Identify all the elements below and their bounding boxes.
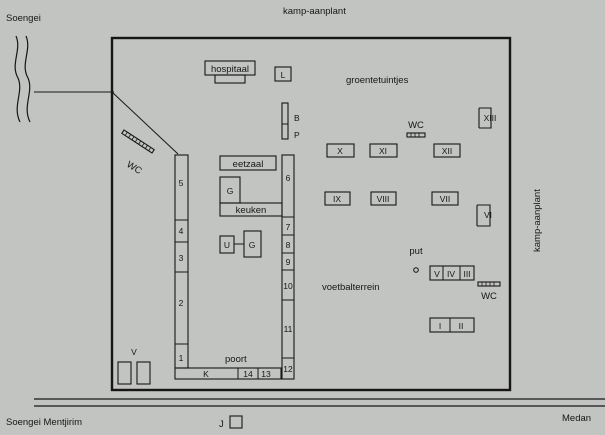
hut-label: VII (440, 194, 450, 204)
barrack-bottom-number: 14 (243, 369, 253, 379)
label-medan: Medan (562, 413, 591, 424)
label-soengei-mentjirim: Soengei Mentjirim (6, 417, 82, 428)
hut-VII (431, 191, 459, 206)
hut-XIII (478, 107, 492, 129)
right-barrack (281, 154, 295, 380)
wc-top (406, 132, 426, 138)
building-UG (219, 230, 262, 258)
label-U: U (224, 240, 230, 250)
building-L (274, 66, 292, 82)
barrack-bottom-number: 13 (261, 369, 271, 379)
barrack-right-number: 6 (286, 173, 291, 183)
label-hospitaal: hospitaal (211, 64, 249, 75)
barrack-right-number: 10 (283, 281, 293, 291)
hut-label: XI (379, 146, 387, 156)
building-keuken (219, 176, 283, 217)
barrack-left-number: 5 (179, 178, 184, 188)
label-keuken: keuken (236, 205, 267, 216)
label-wc-top: WC (408, 120, 424, 131)
barrack-right-number: 8 (286, 240, 291, 250)
hut-XII (433, 143, 461, 158)
well-icon (413, 267, 419, 273)
hut-I-II (429, 317, 475, 333)
hut-label: XII (442, 146, 452, 156)
label-poort: poort (225, 354, 247, 365)
shed-right (136, 361, 151, 385)
hut-label: I (439, 321, 441, 331)
label-B: B (294, 113, 300, 123)
bottom-barrack (174, 367, 282, 380)
hut-label: IX (333, 194, 341, 204)
label-kamp-aanplant-right: kamp-aanplant (532, 189, 543, 252)
building-BP (281, 102, 289, 140)
barrack-left-number: 3 (179, 253, 184, 263)
hut-label: XIII (484, 113, 497, 123)
building-eetzaal (219, 155, 277, 171)
label-K: K (203, 369, 209, 379)
label-P: P (294, 130, 300, 140)
label-wc-right: WC (481, 291, 497, 302)
label-soengei: Soengei (6, 13, 41, 24)
label-V-small: V (131, 347, 137, 357)
label-eetzaal: eetzaal (233, 159, 264, 170)
hut-row-V-IV-III (429, 265, 475, 281)
barrack-left-number: 2 (179, 298, 184, 308)
barrack-right-number: 7 (286, 222, 291, 232)
wc-left (121, 129, 155, 154)
road (34, 398, 605, 407)
river (14, 35, 31, 123)
hut-label: III (463, 269, 470, 279)
wc-right (477, 281, 501, 287)
label-wc-left: WC (124, 159, 143, 177)
label-voetbalterrein: voetbalterrein (322, 282, 380, 293)
label-J: J (219, 419, 224, 430)
hut-label: V (434, 269, 440, 279)
label-put: put (409, 246, 423, 257)
hut-VI (476, 204, 491, 227)
label-G-upper: G (227, 186, 234, 196)
label-kamp-aanplant-top: kamp-aanplant (283, 6, 346, 17)
river-path (34, 91, 179, 155)
hut-label: II (459, 321, 464, 331)
barrack-left-number: 1 (179, 353, 184, 363)
camp-fence (110, 36, 512, 392)
barrack-right-number: 12 (283, 364, 293, 374)
label-groentetuintjes: groentetuintjes (346, 75, 409, 86)
label-G-lower: G (249, 240, 256, 250)
hut-label: X (337, 146, 343, 156)
shed-left (117, 361, 132, 385)
barrack-right-number: 11 (284, 324, 293, 334)
hut-X (326, 143, 355, 158)
barrack-left-number: 4 (179, 226, 184, 236)
barrack-right-number: 9 (286, 257, 291, 267)
label-L: L (281, 70, 286, 80)
hut-label: IV (447, 269, 455, 279)
building-J (229, 415, 243, 429)
hut-label: VI (484, 210, 492, 220)
hut-XI (369, 143, 398, 158)
hospital (204, 60, 256, 84)
hut-VIII (370, 191, 397, 206)
hut-IX (324, 191, 351, 206)
hut-label: VIII (377, 194, 390, 204)
